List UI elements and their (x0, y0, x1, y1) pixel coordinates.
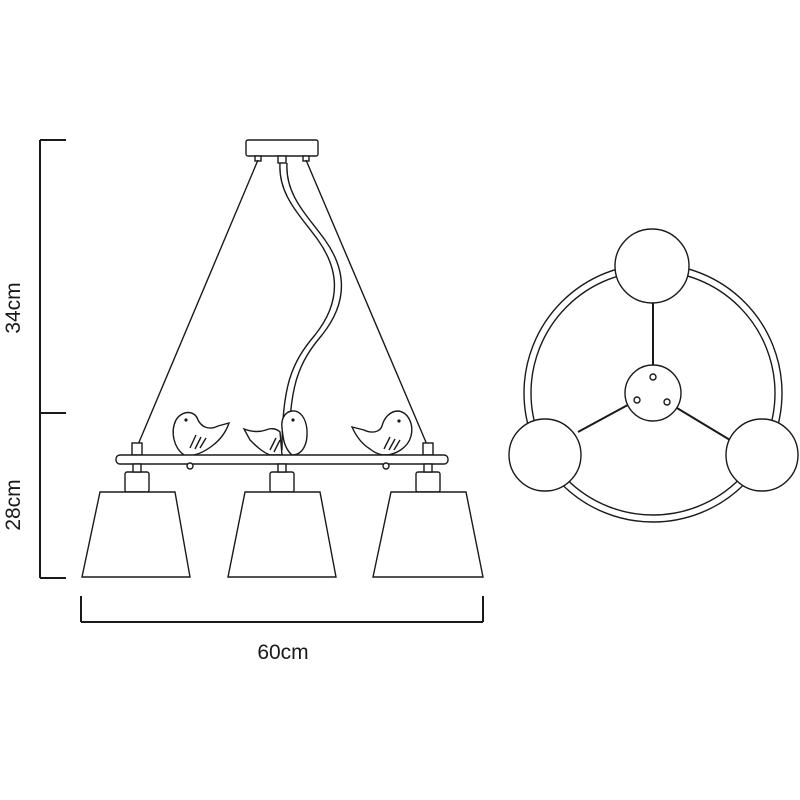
arm-right (666, 401, 731, 441)
upper-height-label: 34cm (2, 282, 25, 333)
horizontal-dimension (80, 596, 484, 623)
lower-height-label: 28cm (2, 479, 25, 530)
suspension-wire-left (136, 159, 259, 448)
bird-ornament-right (350, 410, 413, 456)
width-label: 60cm (257, 641, 308, 664)
bird-ornament-middle-left (242, 427, 283, 456)
bird-ornament-left (172, 411, 231, 457)
lamp-shade-right (372, 491, 484, 578)
lamp-shade-middle (227, 491, 337, 578)
chandelier-top-view (508, 228, 799, 523)
lamp-shade-left (81, 491, 191, 578)
support-bar (115, 454, 449, 465)
lamp-socket-right (415, 471, 441, 493)
lamp-socket-left (124, 471, 150, 493)
lamp-socket-middle (269, 471, 295, 493)
bird-ornament-middle-right (269, 410, 308, 456)
ceiling-canopy (245, 139, 319, 157)
vertical-dimension (39, 139, 66, 579)
power-cord (279, 162, 336, 451)
shade-top-view-top (614, 228, 690, 304)
shade-top-view-left (508, 418, 582, 492)
central-hub (624, 364, 682, 422)
suspension-wire-right (305, 159, 429, 448)
chandelier-side-view (81, 139, 484, 578)
shade-top-view-right (725, 418, 799, 492)
